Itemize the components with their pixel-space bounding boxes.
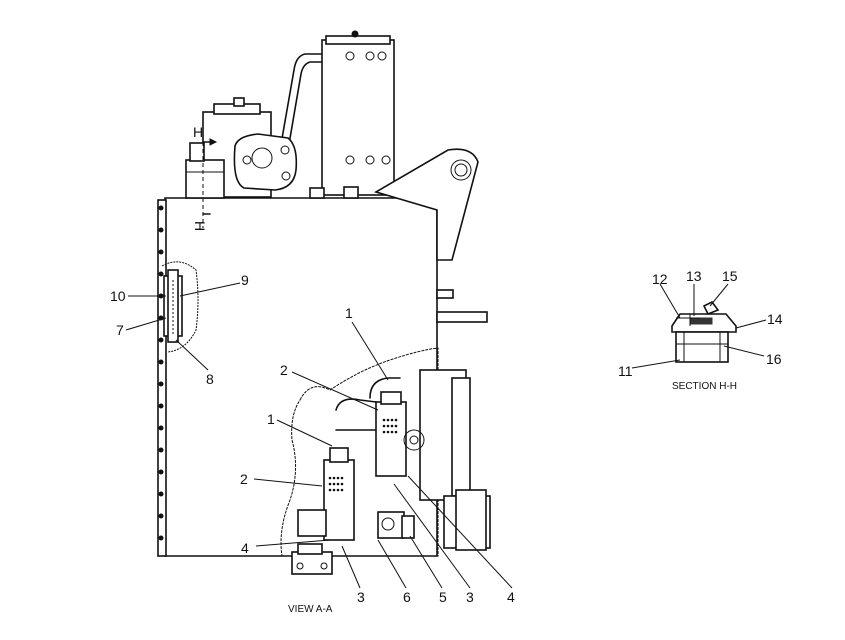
sight-gauge-cutaway bbox=[161, 261, 199, 353]
callout-label: 11 bbox=[618, 363, 633, 379]
callout-label: 4 bbox=[241, 540, 249, 556]
view-caption: VIEW A-A bbox=[288, 604, 333, 615]
callout-label: 3 bbox=[466, 589, 474, 605]
section-marker-h: H H bbox=[192, 124, 218, 231]
callout-label: 13 bbox=[686, 268, 702, 284]
callout-label: 16 bbox=[766, 351, 782, 367]
callout-label: 1 bbox=[345, 305, 353, 321]
mounting-bracket bbox=[309, 148, 479, 261]
section-caption: SECTION H-H bbox=[672, 381, 737, 392]
callout-label: 3 bbox=[357, 589, 365, 605]
section-mark-top: H bbox=[193, 124, 203, 140]
callout-label: 2 bbox=[240, 471, 248, 487]
callout-label: 8 bbox=[206, 371, 214, 387]
callout-numbers: 1 2 1 2 4 3 6 5 3 4 10 9 7 8 12 13 15 14… bbox=[110, 268, 783, 605]
flange-bolts bbox=[158, 205, 164, 541]
callout-label: 2 bbox=[280, 362, 288, 378]
breather-cap bbox=[202, 97, 298, 198]
callout-label: 9 bbox=[241, 272, 249, 288]
filter-housing bbox=[279, 30, 395, 196]
leader-lines bbox=[125, 282, 767, 589]
fill-neck bbox=[185, 142, 225, 199]
callout-label: 15 bbox=[722, 268, 738, 284]
callout-label: 5 bbox=[439, 589, 447, 605]
callout-label: 4 bbox=[507, 589, 515, 605]
callout-label: 7 bbox=[116, 322, 124, 338]
callout-label: 1 bbox=[267, 411, 275, 427]
callout-label: 12 bbox=[652, 271, 668, 287]
callout-label: 14 bbox=[767, 311, 783, 327]
section-mark-bottom: H bbox=[192, 221, 208, 231]
callout-label: 6 bbox=[403, 589, 411, 605]
callout-label: 10 bbox=[110, 288, 126, 304]
